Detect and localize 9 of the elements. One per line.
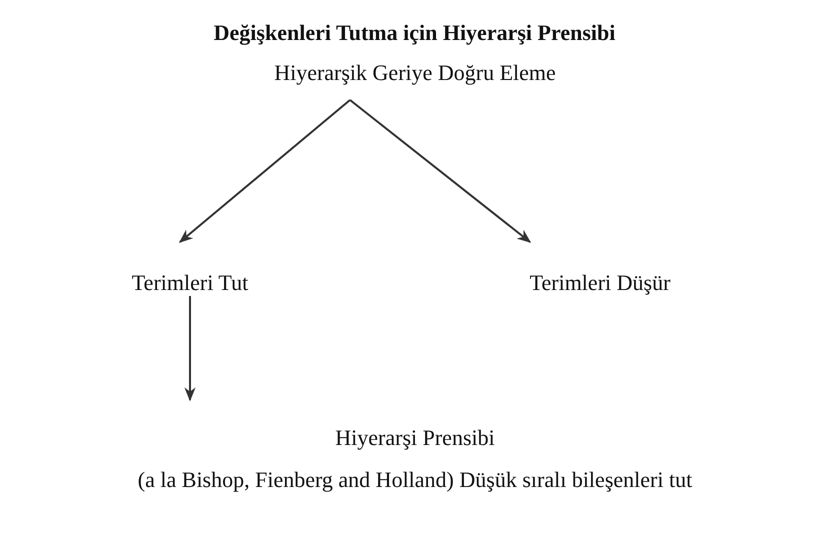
- arrow: [184, 296, 196, 402]
- node-text: Hiyerarşi Prensibi: [334, 425, 496, 451]
- diagram-title: Değişkenleri Tutma için Hiyerarşi Prensibi: [212, 20, 616, 46]
- arrow: [178, 99, 351, 243]
- node-text: Terimleri Tut: [130, 270, 250, 296]
- node-text: Terimleri Düşür: [528, 270, 672, 296]
- node-text: Hiyerarşik Geriye Doğru Eleme: [273, 60, 557, 86]
- node-text: (a la Bishop, Fienberg and Holland) Düşük sıralı bileşenleri tut: [136, 467, 694, 493]
- arrow: [349, 99, 532, 243]
